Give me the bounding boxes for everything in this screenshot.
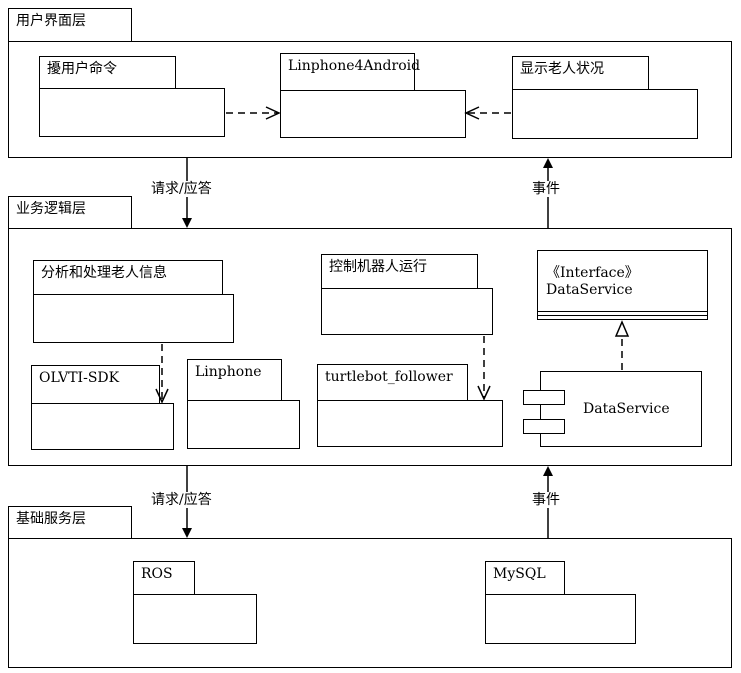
interface-divider-1 (538, 311, 707, 312)
package-user-command-tab: 擾用户命令 (39, 56, 176, 89)
interface-divider-2 (538, 315, 707, 316)
dependency-arrowhead-1 (265, 106, 281, 120)
package-mysql (485, 594, 636, 644)
package-linphone4android-tab: Linphone4Android (280, 53, 420, 91)
package-linphone4android-label: Linphone4Android (288, 58, 421, 74)
package-mysql-label: MySQL (493, 566, 546, 582)
component-port-top (523, 390, 565, 405)
package-control-robot (321, 288, 493, 335)
package-mysql-tab: MySQL (485, 561, 565, 595)
event-arrowhead-1 (543, 158, 553, 168)
package-analyze-tab: 分析和处理老人信息 (33, 260, 223, 295)
package-olvti-tab: OLVTI-SDK (31, 365, 160, 404)
package-turtlebot-tab: turtlebot_follower (317, 364, 468, 401)
package-ros (133, 594, 257, 644)
request-response-label-1: 请求/应答 (151, 181, 212, 197)
event-label-1: 事件 (532, 181, 560, 197)
package-olvti-label: OLVTI-SDK (39, 370, 120, 386)
base-layer-title: 基础服务层 (16, 511, 86, 527)
package-control-robot-tab: 控制机器人运行 (321, 254, 478, 289)
package-linphone-tab: Linphone (187, 359, 282, 401)
component-name: DataService (583, 401, 670, 417)
ui-layer-tab: 用户界面层 (8, 8, 132, 42)
interface-dataservice: 《Interface》 DataService (537, 250, 708, 320)
event-arrowhead-2 (543, 466, 553, 476)
ui-layer-title: 用户界面层 (16, 13, 86, 29)
package-ros-label: ROS (141, 566, 173, 582)
request-arrowhead-2 (182, 528, 192, 538)
event-label-2: 事件 (532, 492, 560, 508)
package-show-status-label: 显示老人状况 (520, 61, 604, 77)
package-linphone4android (280, 90, 466, 138)
package-show-status (512, 89, 698, 139)
request-response-label-2: 请求/应答 (151, 492, 212, 508)
package-turtlebot (317, 400, 503, 447)
interface-name: DataService (546, 282, 633, 298)
package-turtlebot-label: turtlebot_follower (325, 369, 453, 385)
package-user-command-label: 擾用户命令 (47, 61, 117, 77)
component-dataservice: DataService (540, 371, 702, 447)
package-linphone-label: Linphone (195, 364, 262, 380)
package-show-status-tab: 显示老人状况 (512, 56, 649, 90)
package-analyze-label: 分析和处理老人信息 (41, 265, 167, 281)
package-olvti (31, 403, 174, 450)
package-control-robot-label: 控制机器人运行 (329, 259, 427, 275)
dependency-arrowhead-4 (477, 385, 491, 401)
dependency-arrowhead-2 (464, 106, 480, 120)
logic-layer-title: 业务逻辑层 (16, 201, 86, 217)
logic-layer-tab: 业务逻辑层 (8, 196, 132, 229)
package-analyze (33, 294, 234, 343)
component-port-bottom (523, 419, 565, 434)
package-linphone (187, 400, 300, 449)
realization-arrowhead (614, 320, 630, 337)
package-user-command (39, 88, 225, 137)
dependency-arrowhead-3 (155, 388, 169, 404)
request-arrowhead-1 (182, 218, 192, 228)
interface-stereotype: 《Interface》 (546, 265, 639, 281)
